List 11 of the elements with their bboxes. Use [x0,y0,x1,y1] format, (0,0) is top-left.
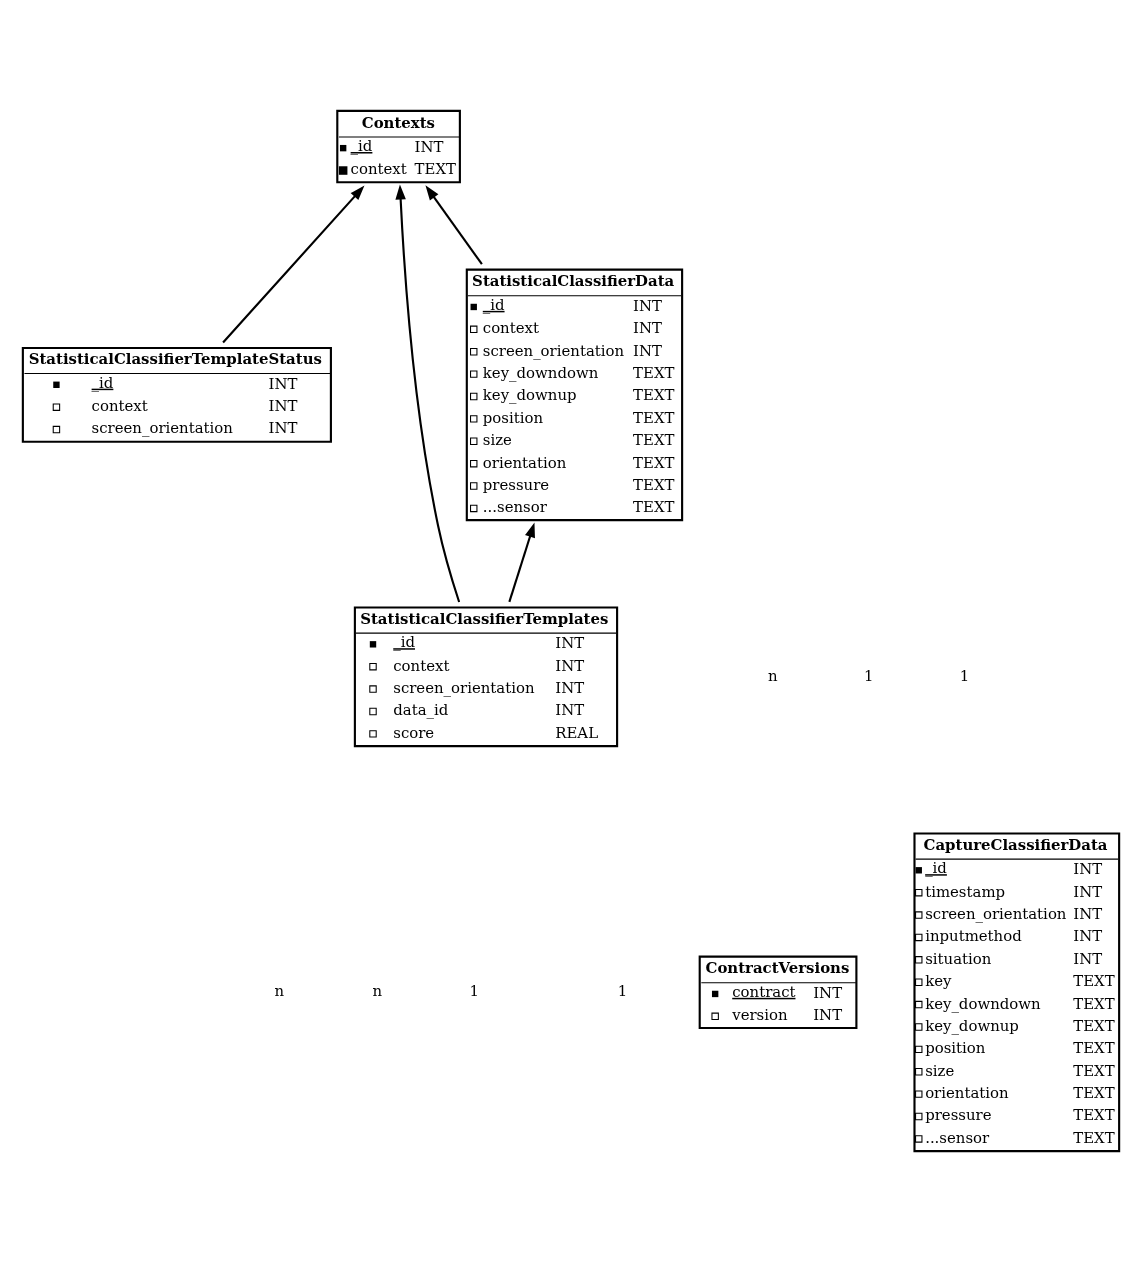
label: 1 [617,982,627,1001]
label: n [273,982,284,1001]
arrow [507,522,535,603]
label: 1 [959,666,969,685]
label: n [767,666,778,685]
arrow [424,185,483,265]
label: 1 [469,982,479,1001]
label: 1 [863,666,873,685]
label: n [371,982,382,1001]
arrow [394,184,460,603]
arrow [221,185,364,344]
